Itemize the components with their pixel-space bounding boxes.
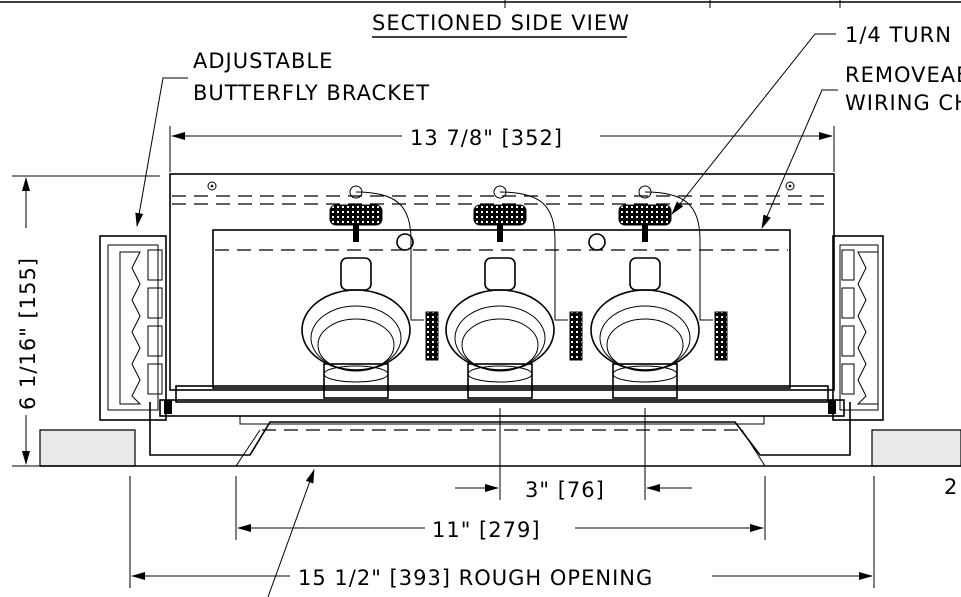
- lamp-assembly-2: [445, 185, 583, 399]
- aperture-label: 11" [279]: [432, 518, 541, 542]
- right-butterfly-bracket: [832, 235, 884, 421]
- lamp-assembly-1: [301, 185, 439, 399]
- ceiling-section-right: [871, 429, 961, 467]
- spacing-dimension: [455, 408, 692, 500]
- removable-wiring-label-line1: REMOVEAB: [845, 63, 961, 87]
- title-block-border: [0, 0, 961, 8]
- fixture-housing: [169, 173, 835, 391]
- trim-frame: [149, 385, 851, 467]
- callout-leaders: [135, 33, 838, 597]
- butterfly-bracket-label-line1: ADJUSTABLE: [193, 49, 333, 73]
- rough-opening-dimension: [129, 476, 875, 588]
- lamp-assembly-3: [590, 185, 728, 399]
- quarter-turn-label: 1/4 TURN: [845, 23, 952, 47]
- overall-width-label: 13 7/8" [352]: [410, 126, 563, 150]
- butterfly-bracket-label-line2: BUTTERFLY BRACKET: [193, 81, 430, 105]
- height-dimension: [12, 175, 160, 467]
- aperture-dimension: [235, 476, 766, 540]
- rough-opening-label: 15 1/2" [393] ROUGH OPENING: [298, 566, 653, 590]
- height-label: 6 1/16" [155]: [16, 257, 40, 410]
- left-butterfly-bracket: [99, 235, 167, 421]
- view-title: SECTIONED SIDE VIEW: [372, 11, 630, 35]
- spacing-label: 3" [76]: [525, 478, 605, 502]
- removable-wiring-label-line2: WIRING CH: [845, 91, 961, 115]
- ceiling-section-left: [39, 429, 136, 467]
- partial-right-dimension-label: 2: [944, 475, 958, 499]
- overall-width-dimension: [169, 126, 835, 172]
